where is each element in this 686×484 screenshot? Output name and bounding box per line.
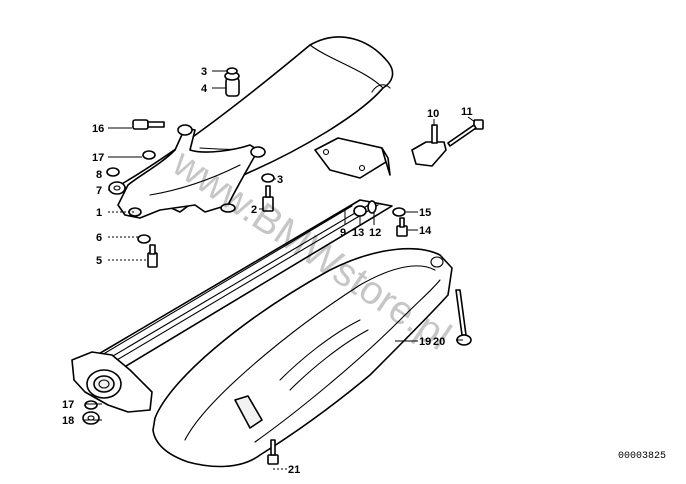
callout-6: 6 (96, 232, 102, 244)
bolt-16 (132, 119, 165, 130)
lower-casing (152, 247, 453, 468)
diagram-reference-number: 00003825 (618, 451, 666, 462)
callout-13: 13 (352, 227, 364, 239)
nut-8 (106, 167, 120, 177)
washer-3-top (226, 67, 238, 75)
washer-3-mid (261, 173, 275, 183)
callout-3-mid: 3 (277, 174, 283, 186)
callout-21: 21 (288, 464, 300, 476)
callout-15: 15 (419, 207, 431, 219)
callout-16: 16 (92, 123, 104, 135)
bolt-14 (396, 217, 408, 237)
bolt-20 (455, 289, 472, 346)
callout-9: 9 (340, 227, 346, 239)
grommet-7 (108, 181, 126, 195)
callout-17-lower: 17 (62, 399, 74, 411)
lock-housing-plate (314, 137, 391, 179)
callout-17-upper: 17 (92, 152, 104, 164)
screw-21 (267, 439, 279, 465)
leader-lines (83, 70, 476, 470)
lock-actuator-10 (411, 124, 447, 167)
washer-15 (392, 207, 406, 217)
washer-17-lower (84, 400, 98, 410)
callout-2: 2 (251, 204, 257, 216)
callout-10: 10 (427, 108, 439, 120)
callout-3-top: 3 (201, 66, 207, 78)
callout-11: 11 (461, 106, 473, 118)
callout-12: 12 (369, 227, 381, 239)
callout-14: 14 (419, 225, 432, 237)
upper-bracket (117, 124, 266, 219)
callouts: 3 4 16 17 8 7 1 6 5 3 2 9 13 12 15 14 10… (62, 66, 473, 476)
nut-18 (82, 411, 100, 425)
bearing-flange (71, 351, 153, 413)
bolt-2 (262, 185, 274, 212)
callout-1: 1 (96, 207, 102, 219)
washer-6 (137, 234, 151, 244)
callout-7: 7 (96, 185, 102, 197)
callout-4: 4 (201, 83, 208, 95)
callout-20: 20 (433, 336, 445, 348)
callout-8: 8 (96, 169, 102, 181)
spacer-4 (224, 71, 240, 97)
washer-17-upper (142, 150, 156, 160)
callout-5: 5 (96, 255, 102, 267)
callout-18: 18 (62, 415, 74, 427)
screw-11 (447, 119, 484, 147)
bolt-5 (147, 244, 158, 268)
callout-19: 19 (419, 336, 431, 348)
washer-12 (367, 200, 377, 214)
nut-13 (353, 205, 367, 217)
